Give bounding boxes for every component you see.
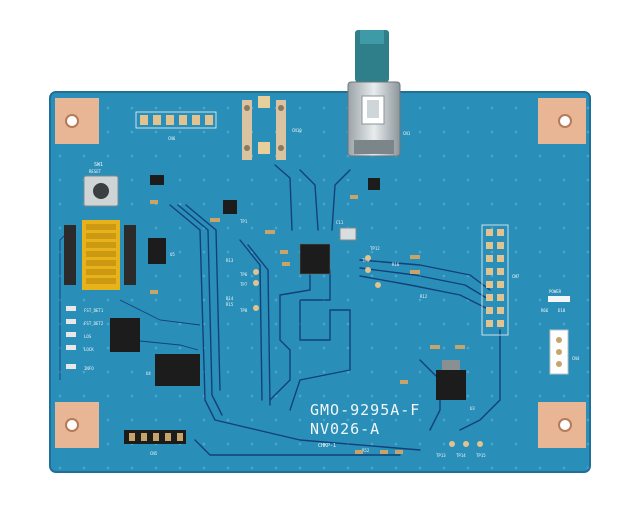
- tp5-label: TP5: [362, 258, 370, 263]
- r15-label: R15: [226, 302, 234, 307]
- cn5-label: CN5: [150, 451, 158, 456]
- power-led: POWER R66 D10: [541, 289, 570, 313]
- mounting-hole-top-left: [55, 98, 99, 144]
- resistor-array: [64, 225, 136, 285]
- sw1-reset-button[interactable]: SW1 RESET: [83, 162, 119, 207]
- cn1-optical-connector[interactable]: CN1: [347, 30, 411, 157]
- tp6-label: TP6: [240, 272, 248, 277]
- smd-components: [150, 195, 465, 454]
- fst-det2-label: FST_DET2: [84, 321, 104, 326]
- small-chip-top: [150, 175, 380, 214]
- board-sub-label: CHKP-1: [318, 443, 336, 449]
- board-title: GMO-9295A-F: [310, 401, 420, 419]
- main-ic-chip: [299, 243, 331, 275]
- sw1-label: SW1: [94, 162, 103, 168]
- u3-regulator: U3: [436, 360, 475, 411]
- reset-label: RESET: [89, 169, 102, 174]
- u5-chip: U5: [148, 238, 175, 264]
- u4-chip: [110, 318, 140, 352]
- testpoints: TP1 TP6 TP7 TP8 TP12 TP5 R13 R14 R15 R12…: [226, 219, 428, 453]
- cn1-label: CN1: [403, 131, 411, 136]
- c11-label: C11: [336, 220, 344, 225]
- los-label: LOS: [84, 334, 92, 339]
- tp1-label: TP1: [240, 219, 248, 224]
- r12-label: R12: [420, 294, 428, 299]
- tp7-label: TP7: [240, 282, 248, 287]
- cn4-label: CN4: [572, 356, 580, 361]
- u-shift-register-chip: U4: [146, 354, 200, 386]
- ic-chips: U5 U4 C11 U3: [110, 175, 475, 411]
- status-leds: FST_DET1 FST_DET2 LOS LOCK INFO: [66, 306, 104, 371]
- cn6-pin-header[interactable]: CN6: [135, 111, 217, 141]
- r14-label: R14: [226, 296, 234, 301]
- pcb-traces: [59, 164, 501, 456]
- oscillator: C11: [336, 220, 357, 241]
- tp12-label: TP12: [370, 246, 380, 251]
- fst-det1-label: FST_DET1: [84, 308, 104, 313]
- tp15-label: TP15: [476, 453, 486, 458]
- mounting-hole-top-right: [538, 98, 586, 144]
- cn4-power-connector[interactable]: CN4: [549, 329, 580, 375]
- mounting-hole-bottom-right: [538, 402, 586, 448]
- cn7-pin-header[interactable]: CN7: [481, 224, 520, 336]
- lock-label: LOCK: [84, 347, 94, 352]
- r16-label: R16: [392, 262, 400, 267]
- cn10-label: CN10: [292, 128, 302, 133]
- bottom-testpoints: TP13 TP14 TP15: [436, 441, 486, 458]
- mounting-hole-bottom-left: [55, 402, 99, 448]
- u5-label: U5: [170, 252, 175, 257]
- u3-label: U3: [470, 406, 475, 411]
- r66-label: R66: [541, 308, 549, 313]
- tp8-label: TP8: [240, 308, 248, 313]
- cn10-connector[interactable]: CN10: [242, 96, 302, 160]
- u4-label: U4: [146, 371, 151, 376]
- power-label: POWER: [549, 289, 562, 294]
- r52-label: R52: [362, 448, 370, 453]
- d10-label: D10: [558, 308, 566, 313]
- cn6-label: CN6: [168, 136, 176, 141]
- cn7-label: CN7: [512, 274, 520, 279]
- dip-switch[interactable]: [82, 220, 120, 290]
- cn5-pin-header[interactable]: CN5: [124, 430, 186, 456]
- board-revision: NV026-A: [310, 420, 380, 438]
- tp13-label: TP13: [436, 453, 446, 458]
- mounting-holes: [55, 98, 586, 448]
- r13-label: R13: [226, 258, 234, 263]
- info-label: INFO: [84, 366, 94, 371]
- tp14-label: TP14: [456, 453, 466, 458]
